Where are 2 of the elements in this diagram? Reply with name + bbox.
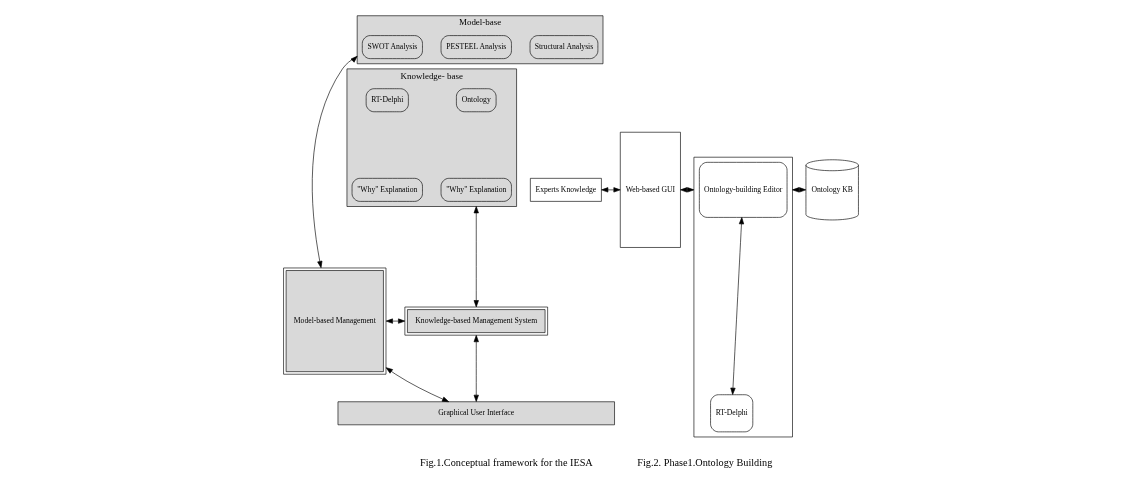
label: Fig.1.Conceptual framework for the IESA <box>419 457 593 469</box>
label: Fig.2. Phase1.Ontology Building <box>636 457 772 469</box>
